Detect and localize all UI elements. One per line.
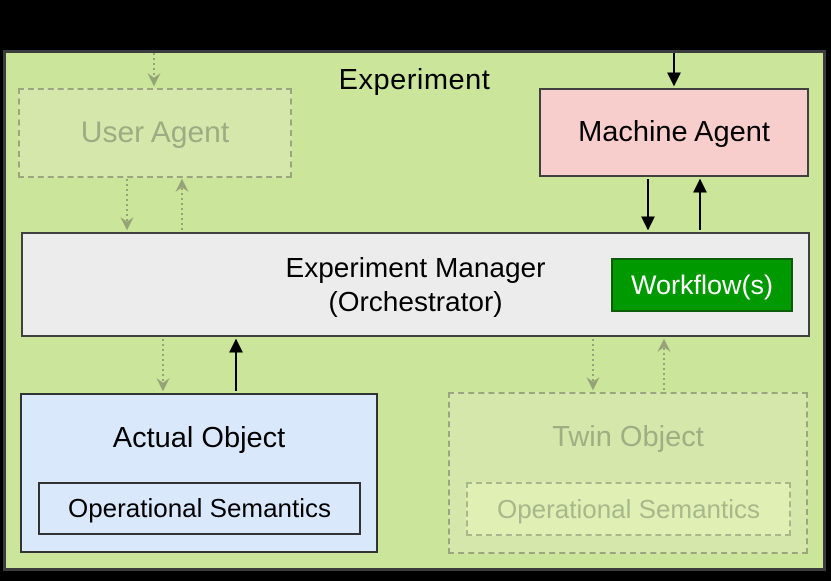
workflows-node: Workflow(s) — [611, 258, 793, 312]
experiment-title: Experiment — [338, 64, 491, 96]
user-agent-label: User Agent — [80, 116, 230, 149]
twin-object-label: Twin Object — [552, 421, 704, 453]
twin-operational-semantics-label: Operational Semantics — [496, 493, 761, 524]
user-agent-node: User Agent — [18, 88, 292, 178]
actual-operational-semantics-node: Operational Semantics — [38, 482, 361, 535]
machine-agent-label: Machine Agent — [578, 116, 770, 148]
twin-object-node: Twin Object Operational Semantics — [448, 392, 808, 554]
machine-agent-node: Machine Agent — [539, 88, 809, 177]
experiment-manager-label-line1: Experiment Manager — [285, 251, 546, 283]
actual-operational-semantics-label: Operational Semantics — [67, 493, 332, 523]
experiment-boundary: Experiment User Agent Machine Agent Expe… — [3, 50, 826, 571]
experiment-manager-label-line2: (Orchestrator) — [328, 285, 503, 317]
workflows-label: Workflow(s) — [630, 270, 773, 300]
actual-object-label: Actual Object — [112, 422, 286, 454]
experiment-manager-node: Experiment Manager (Orchestrator) Workfl… — [21, 232, 810, 337]
actual-object-node: Actual Object Operational Semantics — [20, 393, 378, 553]
twin-operational-semantics-node: Operational Semantics — [466, 482, 791, 536]
